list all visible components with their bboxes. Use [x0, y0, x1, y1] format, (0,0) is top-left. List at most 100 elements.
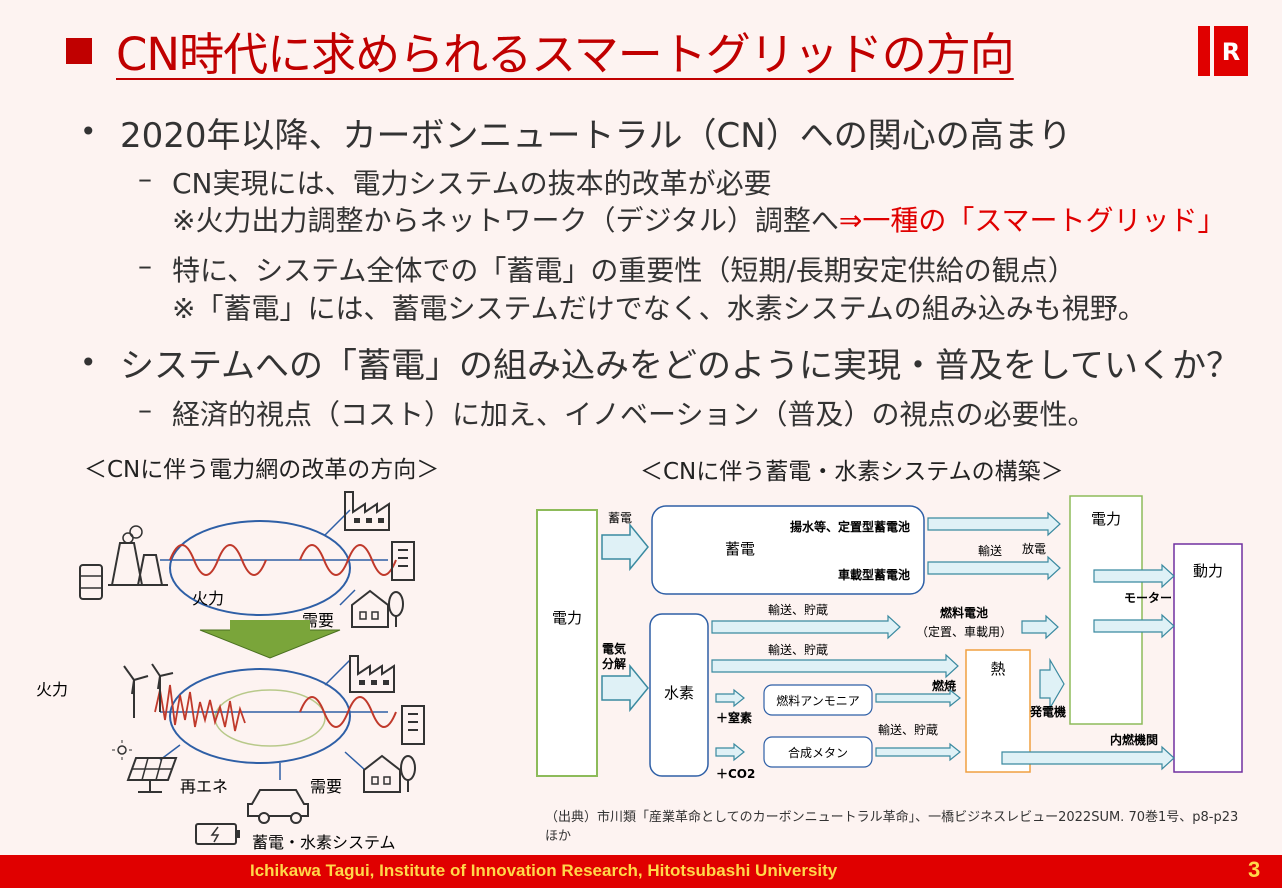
power-left-label: 電力	[552, 609, 582, 627]
transition-arrow-icon	[199, 629, 341, 659]
arrow-motor-2	[1093, 613, 1175, 639]
footer-bar	[0, 855, 1282, 888]
bullet-dot: •	[80, 115, 97, 148]
heat-label: 熱	[990, 660, 1005, 678]
bullet-2-text: システムへの「蓄電」の組み込みをどのように実現・普及をしていくか？	[120, 346, 1240, 386]
grid-ellipse-top	[169, 520, 351, 616]
tree-icon	[400, 755, 416, 792]
house-icon	[363, 754, 401, 793]
ammonia-box	[763, 684, 873, 716]
institute-logo: R	[1198, 26, 1248, 76]
arrow-nitrogen	[715, 688, 745, 708]
methane-box	[763, 736, 873, 768]
sub-1-line-1: CN実現には、電力システムの抜本的改革が必要	[172, 167, 772, 200]
arrow-internal-combustion	[1001, 745, 1175, 771]
methane-label: 合成メタン	[788, 745, 848, 760]
battery-icon	[195, 823, 240, 845]
hydrogen-box	[649, 613, 709, 777]
plus-co2-label: ＋CO2	[716, 767, 755, 781]
ice-label: 内燃機関	[1110, 732, 1158, 747]
label-demand-bottom: 需要	[310, 777, 342, 796]
arrow-discharge-2	[927, 555, 1061, 581]
power-target-box	[1069, 495, 1143, 725]
sub-2-line-1: 特に、システム全体での「蓄電」の重要性（短期/長期安定供給の観点）	[172, 254, 1076, 287]
storage-hydrogen-diagram: 電力 蓄電 電気 分解 蓄電 揚水等、定置型蓄電池 車載型蓄電池 輸送 放電 電…	[536, 495, 1243, 781]
arrow-methane-to-heat	[875, 742, 961, 762]
ammonia-label: 燃料アンモニア	[776, 693, 860, 708]
fuel-cell-label: 燃料電池	[940, 605, 988, 620]
electrolysis-label-2: 分解	[602, 656, 626, 671]
dash: –	[138, 393, 152, 426]
discharge-label: 放電	[1022, 541, 1046, 556]
motor-label: モーター	[1124, 591, 1172, 605]
building-icon	[391, 541, 415, 581]
arrow-storage-label: 蓄電	[608, 511, 632, 525]
page-number: 3	[1248, 857, 1261, 882]
bullet-1-text: 2020年以降、カーボンニュートラル（CN）への関心の高まり	[120, 116, 1072, 156]
label-thermal-left: 火力	[36, 680, 68, 699]
house-icon	[351, 589, 389, 628]
generator-label: 発電機	[1029, 704, 1066, 719]
sun-icon	[112, 740, 132, 760]
hydrogen-label: 水素	[664, 684, 694, 702]
sub-3-line-1: 経済的視点（コスト）に加え、イノベーション（普及）の視点の必要性。	[172, 398, 1096, 431]
arrow-fuel-cell-out	[1021, 614, 1059, 640]
storage-box	[651, 505, 925, 595]
solar-panel-icon	[126, 757, 178, 793]
factory-icon	[344, 491, 390, 531]
wave-left	[169, 544, 267, 576]
sub-1-line-2-highlight: ⇒一種の「スマートグリッド」	[838, 204, 1226, 237]
wave-right-bottom	[299, 696, 397, 728]
arrow-to-hydrogen	[601, 663, 649, 713]
power-right-label: 電力	[1091, 510, 1121, 528]
arrow-to-fuel-cell	[711, 614, 901, 640]
motive-label: 動力	[1193, 562, 1223, 580]
transport-storage-label-3: 輸送、貯蔵	[878, 722, 938, 737]
bullet-dot: •	[80, 346, 97, 379]
factory-icon	[349, 655, 395, 693]
label-demand-top: 需要	[302, 611, 334, 630]
arrow-ammonia-to-heat	[875, 688, 961, 708]
label-thermal-top: 火力	[192, 589, 224, 608]
transport-storage-label-2: 輸送、貯蔵	[768, 642, 828, 657]
sub-2-line-2: ※「蓄電」には、蓄電システムだけでなく、水素システムの組み込みも視野。	[172, 292, 1146, 325]
electrolysis-label-1: 電気	[602, 641, 626, 656]
sub-1-line-2: ※火力出力調整からネットワーク（デジタル）調整へ⇒一種の「スマートグリッド」	[172, 199, 1226, 239]
arrow-discharge-1	[927, 511, 1061, 537]
grid-reform-diagram: 火力 需要 火力	[36, 491, 425, 852]
left-diagram-caption: ＜CNに伴う電力網の改革の方向＞	[84, 457, 440, 483]
building-icon	[401, 705, 425, 745]
arrow-to-storage	[601, 522, 649, 572]
arrow-heat-to-power	[1039, 657, 1065, 711]
svg-text:R: R	[1222, 38, 1240, 66]
label-storage: 蓄電・水素システム	[252, 833, 396, 852]
tree-icon	[388, 591, 404, 627]
wind-turbine-icon	[123, 663, 174, 718]
page-title: CN時代に求められるスマートグリッドの方向	[116, 28, 1015, 81]
oil-barrel-icon	[79, 564, 103, 600]
dash: –	[138, 249, 152, 282]
plus-nitrogen-label: ＋窒素	[716, 710, 752, 725]
arrow-co2	[715, 742, 745, 762]
arrow-motor-1	[1093, 563, 1175, 589]
footer-text: Ichikawa Tagui, Institute of Innovation …	[250, 861, 838, 880]
power-plant-icon	[108, 525, 168, 586]
fuel-cell-sub-label: （定置、車載用）	[916, 624, 1012, 639]
citation: （出典）市川類「産業革命としてのカーボンニュートラル革命」、一橋ビジネスレビュー…	[545, 810, 1252, 844]
car-icon	[247, 789, 309, 824]
pumped-label: 揚水等、定置型蓄電池	[790, 519, 910, 534]
wave-volatile	[154, 684, 246, 732]
grid-ellipse-bottom	[169, 668, 351, 764]
vehicle-battery-label: 車載型蓄電池	[838, 567, 910, 582]
power-source-box	[536, 509, 598, 777]
label-renewable: 再エネ	[180, 777, 228, 796]
dash: –	[138, 162, 152, 195]
title-bullet	[66, 38, 92, 64]
combustion-label: 燃焼	[932, 678, 956, 693]
sub-1-line-2-text: ※火力出力調整からネットワーク（デジタル）調整へ	[172, 204, 839, 237]
arrow-to-heat	[711, 653, 959, 679]
transport-storage-label-1: 輸送、貯蔵	[768, 602, 828, 617]
transport-label: 輸送	[978, 543, 1002, 558]
right-diagram-caption: ＜CNに伴う蓄電・水素システムの構築＞	[640, 459, 1064, 485]
storage-label: 蓄電	[725, 540, 755, 558]
